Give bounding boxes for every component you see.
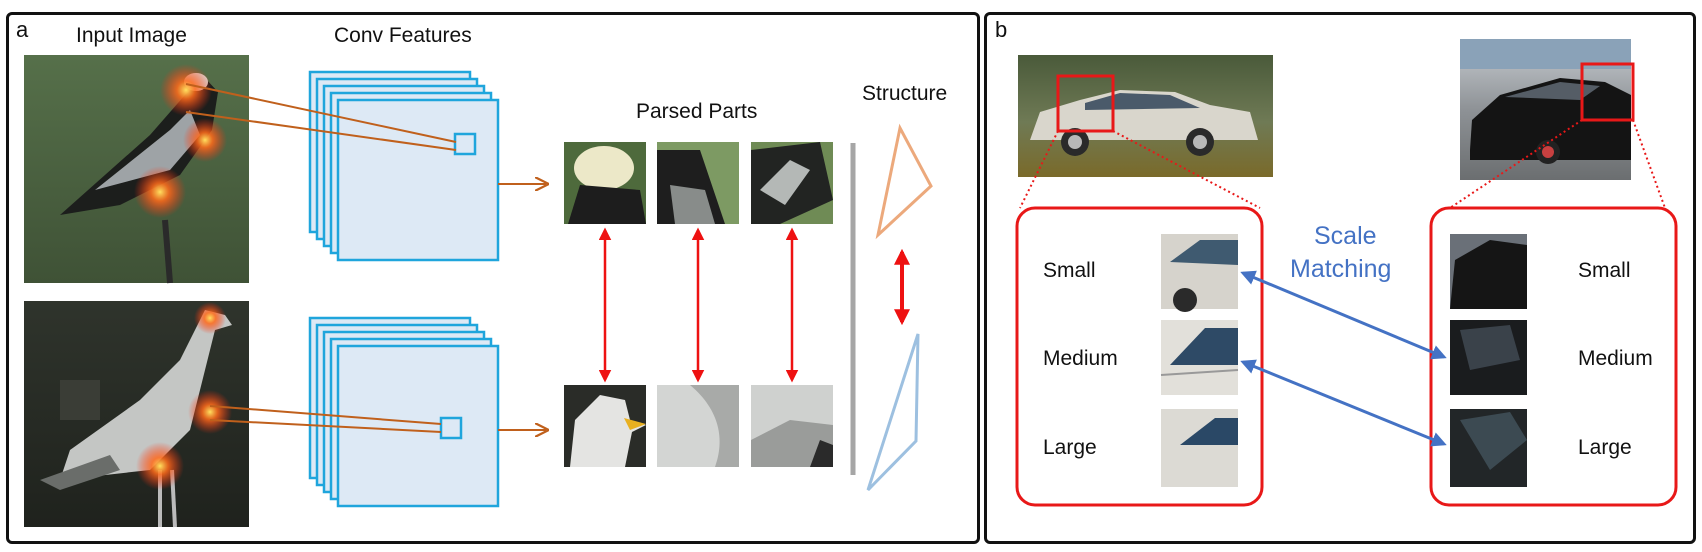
parsed-part-top-3 xyxy=(751,142,833,224)
parsed-part-bottom-3 xyxy=(751,385,833,467)
panel-a-letter: a xyxy=(16,17,29,42)
crop-right-medium xyxy=(1450,320,1527,395)
scale-label-left-medium: Medium xyxy=(1043,347,1118,370)
crop-left-large xyxy=(1161,409,1238,487)
structure-triangle-bottom xyxy=(866,333,920,492)
parsed-part-top-1 xyxy=(564,142,646,224)
scale-label-right-medium: Medium xyxy=(1578,347,1653,370)
conv-feature-stack-top xyxy=(308,70,500,262)
parsed-part-bottom-2 xyxy=(657,385,739,467)
car-image-left xyxy=(1018,55,1273,177)
part-correspondence-arrows xyxy=(598,227,799,383)
crop-left-medium xyxy=(1160,320,1239,395)
car-image-right xyxy=(1460,39,1635,180)
scale-matching-line-2: Matching xyxy=(1290,255,1392,283)
projection-lines xyxy=(185,83,546,432)
parsed-parts-heading: Parsed Parts xyxy=(636,100,758,123)
panel-b-letter: b xyxy=(995,17,1008,42)
input-image-bird-bottom xyxy=(24,301,249,528)
crop-left-small xyxy=(1161,234,1238,312)
conv-features-heading: Conv Features xyxy=(334,24,472,47)
parsed-part-bottom-1 xyxy=(564,385,646,467)
zoom-connectors xyxy=(1019,119,1666,209)
parsed-part-top-2 xyxy=(657,142,739,224)
scale-matching-line-1: Scale xyxy=(1314,222,1377,250)
input-image-bird-top xyxy=(24,55,249,284)
scale-matching-arrows xyxy=(1240,270,1447,447)
scale-label-right-large: Large xyxy=(1578,436,1632,459)
input-image-heading: Input Image xyxy=(76,24,187,47)
structure-heading: Structure xyxy=(862,82,948,105)
scale-label-left-large: Large xyxy=(1043,436,1097,459)
structure-triangle-top xyxy=(875,123,933,240)
crop-right-small xyxy=(1450,234,1527,309)
scale-label-left-small: Small xyxy=(1043,259,1096,282)
conv-feature-stack-bottom xyxy=(308,316,500,508)
crop-right-large xyxy=(1450,409,1527,487)
scale-label-right-small: Small xyxy=(1578,259,1631,282)
